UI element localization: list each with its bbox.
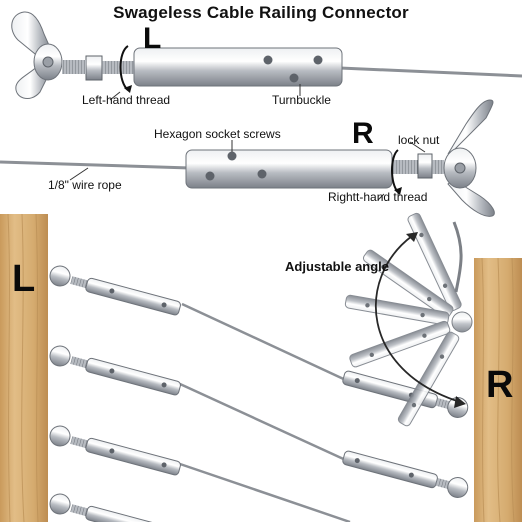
- label-turnbuckle: Turnbuckle: [272, 93, 331, 107]
- wire-rope-middle: [0, 160, 191, 170]
- wire-rope-top: [339, 66, 522, 78]
- leader-left-thread: [109, 91, 121, 101]
- label-lock-nut: lock nut: [398, 133, 440, 147]
- label-right-hand-thread: Rightt-hand thread: [328, 190, 428, 204]
- top-right-assembly: [0, 99, 495, 217]
- cable-row-1: [49, 265, 351, 384]
- left-marker-top: L: [143, 22, 162, 55]
- leader-lock-nut: [409, 141, 426, 153]
- page-title: Swageless Cable Railing Connector: [113, 3, 409, 22]
- post-left-marker: L: [12, 258, 36, 300]
- leader-right-thread: [377, 193, 385, 201]
- wing-jaw-left: [11, 11, 63, 100]
- post-right: [474, 257, 522, 522]
- threaded-rod-right: [392, 160, 418, 174]
- label-left-hand-thread: Left-hand thread: [82, 93, 171, 107]
- screw-hole: [205, 171, 215, 181]
- right-marker-top: R: [352, 117, 374, 150]
- label-wire-rope: 1/8" wire rope: [48, 178, 122, 192]
- screw-hole: [313, 55, 323, 65]
- cable-row-4: [49, 493, 181, 522]
- turnbuckle-body-top: [133, 47, 343, 87]
- label-hex-socket-screws: Hexagon socket screws: [154, 127, 281, 141]
- threaded-rod-left: [102, 61, 134, 74]
- angle-arc: [374, 235, 461, 403]
- screw-hole: [257, 169, 267, 179]
- hex-nut-left: [85, 55, 103, 81]
- cable-row-3: [49, 425, 469, 522]
- screw-hole: [227, 151, 237, 161]
- wing-jaw-right: [443, 99, 495, 217]
- lock-nut-right: [417, 153, 433, 179]
- adjustable-angle-fan: [344, 212, 473, 427]
- screw-hole: [289, 73, 299, 83]
- leader-wire-rope: [69, 167, 89, 181]
- post-right-marker: R: [486, 364, 514, 406]
- post-left: [0, 213, 48, 522]
- threaded-stud-left: [62, 60, 86, 74]
- screw-hole: [263, 55, 273, 65]
- top-left-assembly: [11, 11, 522, 101]
- label-adjustable-angle: Adjustable angle: [285, 259, 390, 274]
- turnbuckle-body-middle: [185, 149, 393, 189]
